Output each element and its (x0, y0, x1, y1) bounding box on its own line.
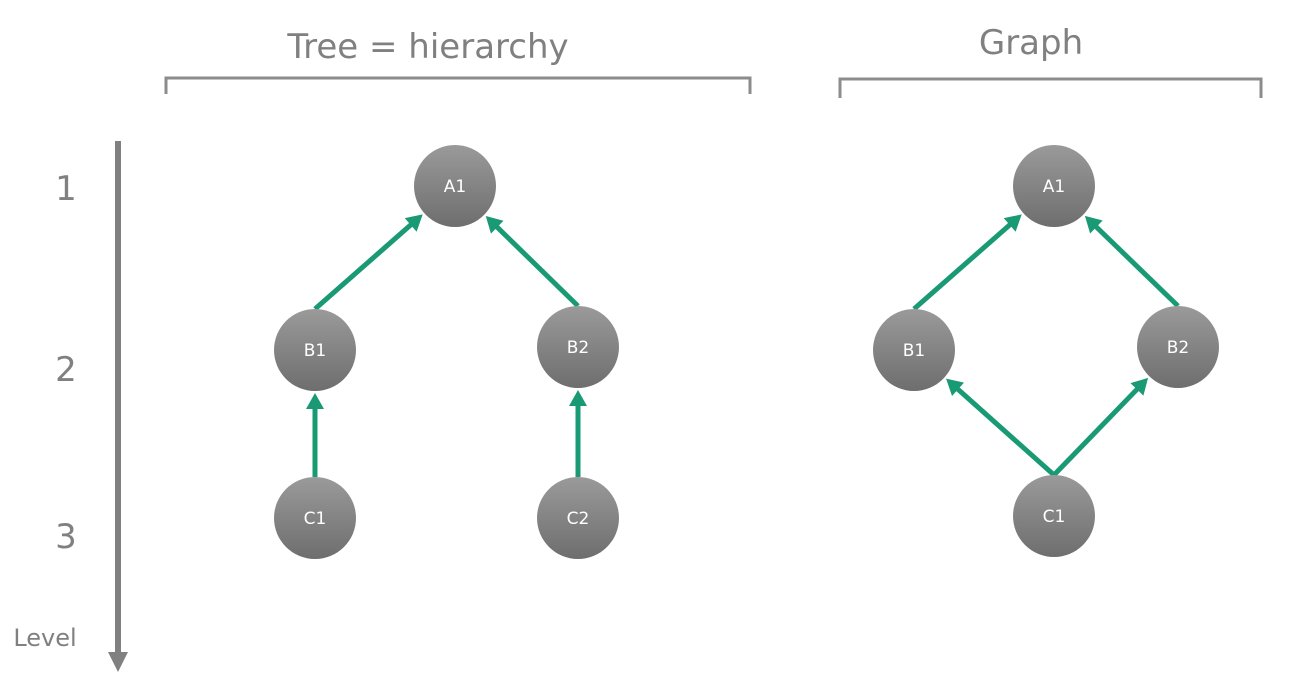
tree-node-a1-label: A1 (444, 177, 466, 197)
graph-edge-b2-to-a1-arrowhead (1084, 215, 1103, 234)
graph-node-b1-circle (873, 309, 955, 391)
tree-node-b1-label: B1 (304, 341, 326, 361)
tree-edge-c2-to-b2 (569, 390, 587, 477)
tree-bracket (164, 76, 752, 94)
graph-edge-b2-to-a1-line (1093, 223, 1180, 308)
tree-node-c1: C1 (274, 477, 356, 559)
graph-node-a1-label: A1 (1043, 177, 1065, 197)
graph-node-b2-label: B2 (1167, 338, 1189, 358)
graph-node-c1-label: C1 (1043, 507, 1066, 527)
graph-node-c1: C1 (1013, 475, 1095, 557)
tree-edge-b1-to-a1-line (313, 221, 414, 311)
tree-node-b2-circle (537, 306, 619, 388)
tree-edge-c1-to-b1 (306, 393, 324, 477)
tree-edge-b1-to-a1-arrowhead (404, 214, 423, 232)
tree-node-c1-label: C1 (304, 509, 327, 529)
graph-node-b1-label: B1 (903, 341, 925, 361)
graph-node-a1-circle (1013, 145, 1095, 227)
tree-node-a1: A1 (414, 145, 496, 227)
graph-node-b2: B2 (1137, 306, 1219, 388)
tree-node-c2: C2 (537, 477, 619, 559)
level-2-label: 2 (55, 350, 77, 390)
tree-node-b1: B1 (274, 309, 356, 391)
level-axis-arrowhead (108, 652, 128, 672)
graph-edge-c1-to-b2 (1052, 377, 1149, 477)
graph-edge-c1-to-b1-arrowhead (946, 378, 965, 397)
tree-edge-c2-to-b2-arrowhead (569, 390, 587, 406)
graph-node-a1: A1 (1013, 145, 1095, 227)
graph-edge-c1-to-b1-line (954, 386, 1056, 477)
graph-edge-b2-to-a1 (1084, 215, 1180, 308)
tree-edge-b2-to-a1 (485, 216, 580, 308)
tree-node-c2-label: C2 (567, 509, 590, 529)
graph-title: Graph (979, 23, 1083, 63)
tree-edge-c1-to-b1-arrowhead (306, 393, 324, 409)
tree-node-b1-circle (274, 309, 356, 391)
level-axis (108, 141, 128, 672)
graph-edge-b1-to-a1-line (912, 221, 1013, 311)
tree-title: Tree = hierarchy (286, 27, 568, 67)
tree-edge-b1-to-a1 (313, 214, 423, 311)
tree-node-c1-circle (274, 477, 356, 559)
tree-node-a1-circle (414, 145, 496, 227)
graph-edge-b1-to-a1 (912, 214, 1022, 311)
tree-edge-b2-to-a1-line (494, 224, 580, 308)
graph-edge-c1-to-b2-arrowhead (1130, 377, 1149, 396)
graph-edge-c1-to-b2-line (1052, 386, 1141, 477)
graph-node-c1-circle (1013, 475, 1095, 557)
graph-edges (912, 214, 1180, 477)
tree-node-b2: B2 (537, 306, 619, 388)
graph-edge-b1-to-a1-arrowhead (1003, 214, 1022, 232)
graph-bracket (838, 77, 1263, 98)
level-1-label: 1 (55, 169, 77, 209)
level-axis-label: Level (13, 624, 76, 652)
level-3-label: 3 (55, 517, 77, 557)
graph-node-b2-circle (1137, 306, 1219, 388)
tree-node-b2-label: B2 (567, 338, 589, 358)
graph-edge-c1-to-b1 (946, 378, 1056, 477)
tree-edges (306, 214, 587, 477)
tree-node-c2-circle (537, 477, 619, 559)
graph-node-b1: B1 (873, 309, 955, 391)
tree-edge-b2-to-a1-arrowhead (485, 216, 504, 234)
